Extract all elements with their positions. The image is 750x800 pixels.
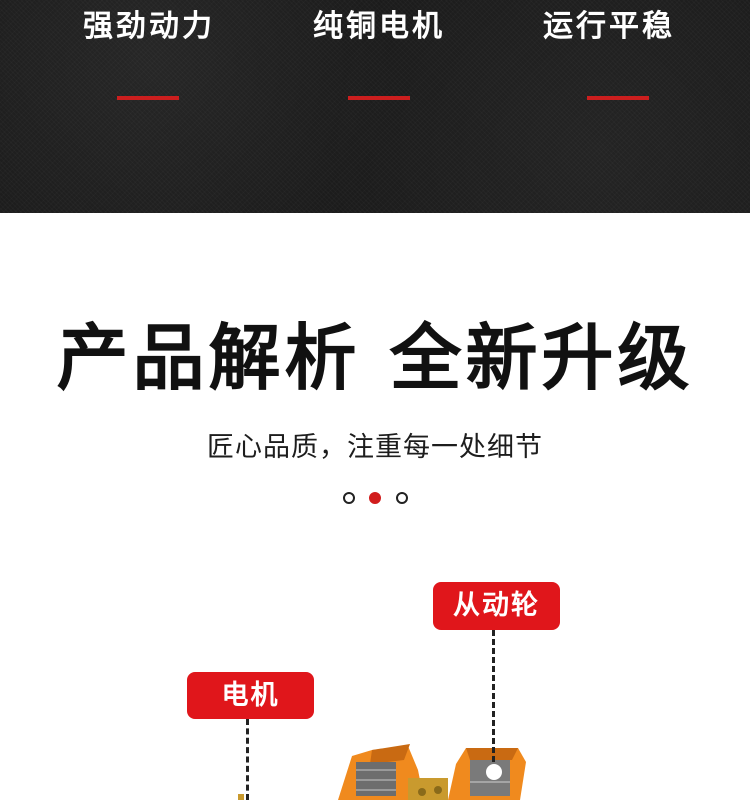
feature-stable: 运行平稳: [484, 0, 734, 52]
callout-driven-wheel: 从动轮: [433, 582, 560, 630]
feature-title-copper-motor: 纯铜电机: [313, 9, 445, 44]
feature-band: 强劲动力 纯铜电机 运行平稳: [0, 0, 750, 213]
pager-dot-1[interactable]: [343, 492, 355, 504]
pager-dot-2-active[interactable]: [369, 492, 381, 504]
section-subtitle: 匠心品质，注重每一处细节: [207, 432, 543, 463]
gear-assembly: [408, 778, 448, 800]
callout-motor: 电机: [187, 672, 314, 719]
machine-housing-left-top: [370, 744, 410, 764]
feature-underline-stable: [587, 96, 649, 100]
section-headline: 产品解析 全新升级: [56, 316, 694, 400]
pager-dot-3[interactable]: [396, 492, 408, 504]
driven-wheel-hub: [486, 764, 502, 780]
feature-power: 强劲动力: [24, 0, 274, 52]
feature-title-stable: 运行平稳: [543, 9, 675, 44]
feature-title-power: 强劲动力: [83, 9, 215, 44]
feature-underline-power: [117, 96, 179, 100]
callout-driven-wheel-line: [492, 630, 495, 762]
feature-underline-copper-motor: [348, 96, 410, 100]
pager-dots: [343, 492, 408, 504]
feature-copper-motor: 纯铜电机: [254, 0, 504, 52]
callout-motor-line: [246, 719, 249, 800]
